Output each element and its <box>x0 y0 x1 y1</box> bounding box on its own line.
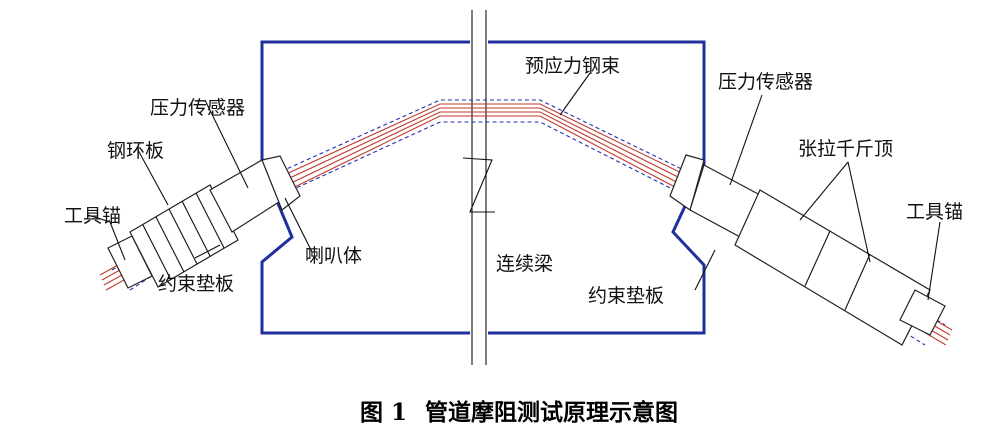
tension-jack-right <box>734 189 931 346</box>
figure-caption-title: 管道摩阻测试原理示意图 <box>425 399 678 426</box>
label-restraint-pad-right: 约束垫板 <box>588 285 664 307</box>
label-prestress-tendon: 预应力钢束 <box>525 55 620 77</box>
break-zigzag <box>462 157 495 213</box>
beam-outline-left <box>260 40 470 335</box>
tool-anchor-right <box>899 289 946 336</box>
label-tool-anchor-right: 工具锚 <box>906 201 963 223</box>
figure-caption-number: 图 1 <box>360 399 407 426</box>
leader-lines <box>87 72 941 301</box>
steel-ring-plate-left <box>129 184 239 288</box>
label-pressure-sensor-right: 压力传感器 <box>718 71 813 93</box>
label-tool-anchor-left: 工具锚 <box>64 205 121 227</box>
label-pressure-sensor-left: 压力传感器 <box>150 97 245 119</box>
label-continuous-beam: 连续梁 <box>496 253 553 275</box>
label-steel-ring-plate: 钢环板 <box>107 140 164 162</box>
beam-outline-right <box>488 40 706 335</box>
label-restraint-pad-left: 约束垫板 <box>158 273 234 295</box>
horn-body-left <box>261 155 301 211</box>
label-horn-body: 喇叭体 <box>305 245 362 267</box>
label-tension-jack: 张拉千斤顶 <box>798 138 893 160</box>
